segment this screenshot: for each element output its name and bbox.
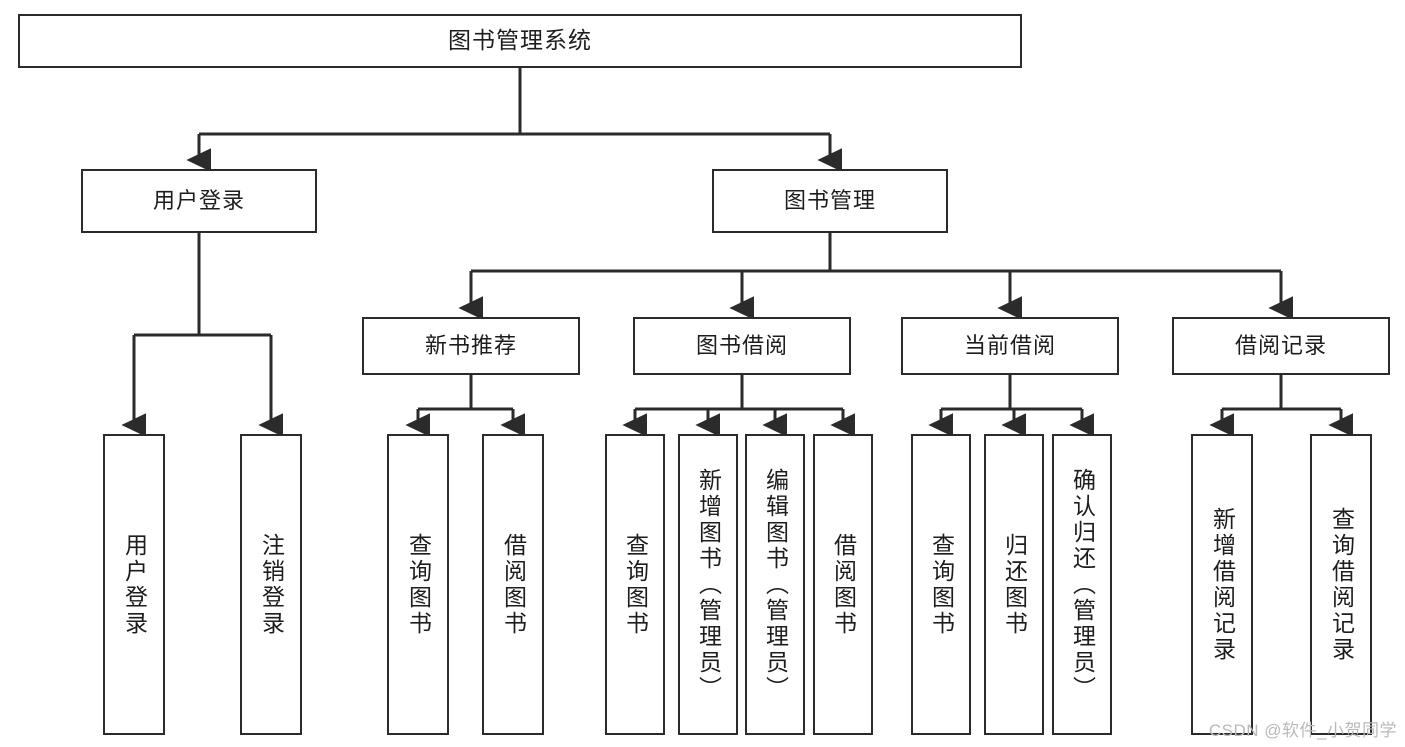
node-current-borrow[interactable]: 当前借阅 [901,317,1119,375]
node-borrow-record[interactable]: 借阅记录 [1172,317,1390,375]
node-new-book-recommend-label: 新书推荐 [424,333,517,359]
node-leaf-return-book[interactable]: 归还图书 [984,434,1044,735]
node-book-manage[interactable]: 图书管理 [712,169,948,233]
node-leaf-edit-book-admin[interactable]: 编辑图书（管理员） [745,434,805,735]
node-book-borrow[interactable]: 图书借阅 [633,317,851,375]
node-current-borrow-label: 当前借阅 [963,333,1056,359]
node-borrow-record-label: 借阅记录 [1234,333,1327,359]
node-book-borrow-label: 图书借阅 [695,333,788,359]
node-leaf-query-book-rec-label: 查询图书 [405,532,432,637]
node-leaf-logout[interactable]: 注销登录 [240,434,302,735]
node-leaf-user-login-label: 用户登录 [121,532,148,637]
node-leaf-query-borrow-record[interactable]: 查询借阅记录 [1310,434,1372,735]
node-leaf-return-book-label: 归还图书 [1001,532,1028,637]
node-leaf-edit-book-admin-label: 编辑图书（管理员） [762,467,789,702]
node-leaf-borrow-book[interactable]: 借阅图书 [813,434,873,735]
node-leaf-query-book-borrow[interactable]: 查询图书 [605,434,665,735]
node-leaf-user-login[interactable]: 用户登录 [103,434,165,735]
node-root-label: 图书管理系统 [448,27,592,54]
node-root[interactable]: 图书管理系统 [18,14,1022,68]
node-leaf-query-book-borrow-label: 查询图书 [622,532,649,637]
node-leaf-add-borrow-record[interactable]: 新增借阅记录 [1191,434,1253,735]
node-user-login[interactable]: 用户登录 [81,169,317,233]
node-new-book-recommend[interactable]: 新书推荐 [362,317,580,375]
node-leaf-borrow-book-rec-label: 借阅图书 [500,532,527,637]
node-leaf-borrow-book-label: 借阅图书 [830,532,857,637]
node-leaf-query-book-cur-label: 查询图书 [928,532,955,637]
node-leaf-add-borrow-record-label: 新增借阅记录 [1209,506,1236,663]
node-leaf-query-borrow-record-label: 查询借阅记录 [1328,506,1355,663]
node-book-manage-label: 图书管理 [783,188,876,214]
node-leaf-borrow-book-rec[interactable]: 借阅图书 [482,434,544,735]
node-leaf-query-book-cur[interactable]: 查询图书 [911,434,971,735]
node-user-login-label: 用户登录 [152,188,245,214]
node-leaf-add-book-admin[interactable]: 新增图书（管理员） [678,434,738,735]
node-leaf-query-book-rec[interactable]: 查询图书 [387,434,449,735]
node-leaf-confirm-return-admin-label: 确认归还（管理员） [1069,467,1096,702]
node-leaf-add-book-admin-label: 新增图书（管理员） [695,467,722,702]
node-leaf-logout-label: 注销登录 [258,532,285,637]
node-leaf-confirm-return-admin[interactable]: 确认归还（管理员） [1052,434,1112,735]
